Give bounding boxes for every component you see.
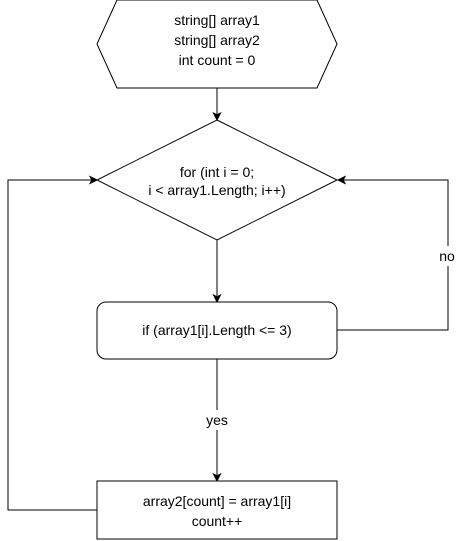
- init-line-2: string[] array2: [174, 32, 260, 48]
- loop-line-1: for (int i = 0;: [180, 164, 254, 180]
- loop-line-2: i < array1.Length; i++): [148, 182, 285, 198]
- assign-line-1: array2[count] = array1[i]: [143, 493, 291, 509]
- edge-loop-to-condition: [212, 240, 222, 304]
- edge-condition-yes: yes: [200, 359, 234, 483]
- node-init-hexagon: string[] array1 string[] array2 int coun…: [96, 0, 338, 89]
- edge-label-no: no: [439, 248, 455, 264]
- init-line-3: int count = 0: [179, 52, 256, 68]
- edge-label-yes: yes: [206, 412, 228, 428]
- condition-line-1: if (array1[i].Length <= 3): [142, 322, 291, 338]
- edge-label-bg-no: [437, 246, 457, 266]
- node-assign-rect: array2[count] = array1[i] count++: [96, 480, 338, 540]
- edge-assign-to-loop: [7, 175, 99, 511]
- init-line-1: string[] array1: [174, 12, 260, 28]
- edge-init-to-loop: [212, 88, 222, 122]
- edge-condition-no: no: [336, 175, 457, 331]
- assign-line-2: count++: [192, 513, 243, 529]
- node-loop-diamond: for (int i = 0; i < array1.Length; i++): [95, 119, 339, 241]
- edge-label-bg-yes: [200, 410, 234, 430]
- node-condition-rounded-rect: if (array1[i].Length <= 3): [96, 301, 338, 360]
